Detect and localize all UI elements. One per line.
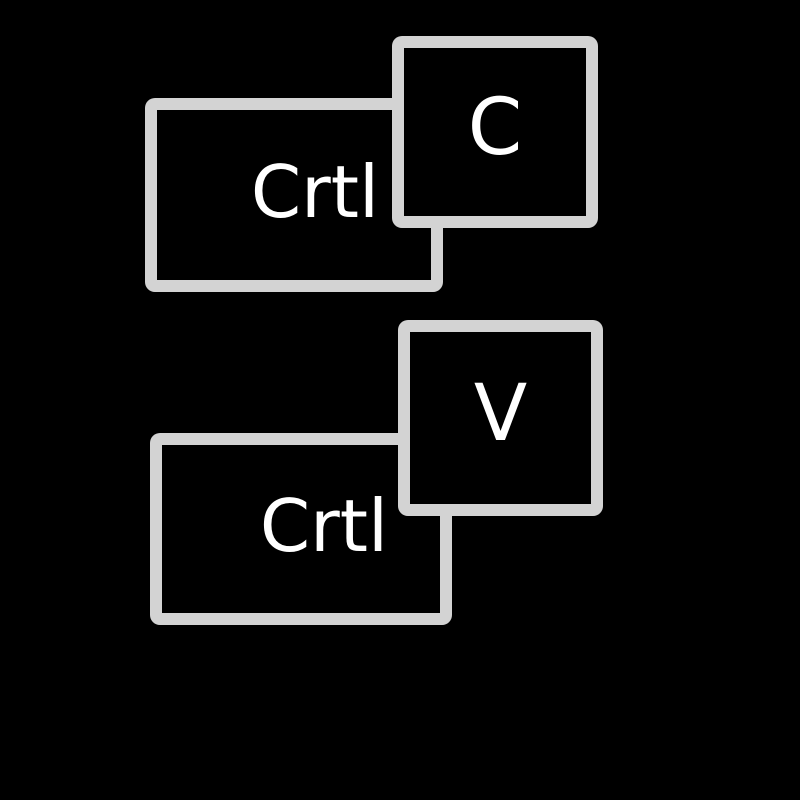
- key-copy-modifier-label: Crtl: [250, 150, 379, 234]
- key-copy-letter[interactable]: C: [392, 36, 598, 228]
- key-paste-modifier-label: Crtl: [259, 484, 388, 568]
- key-copy-letter-label: C: [467, 83, 523, 173]
- key-paste-letter-label: V: [473, 369, 528, 459]
- key-paste-letter[interactable]: V: [398, 320, 603, 516]
